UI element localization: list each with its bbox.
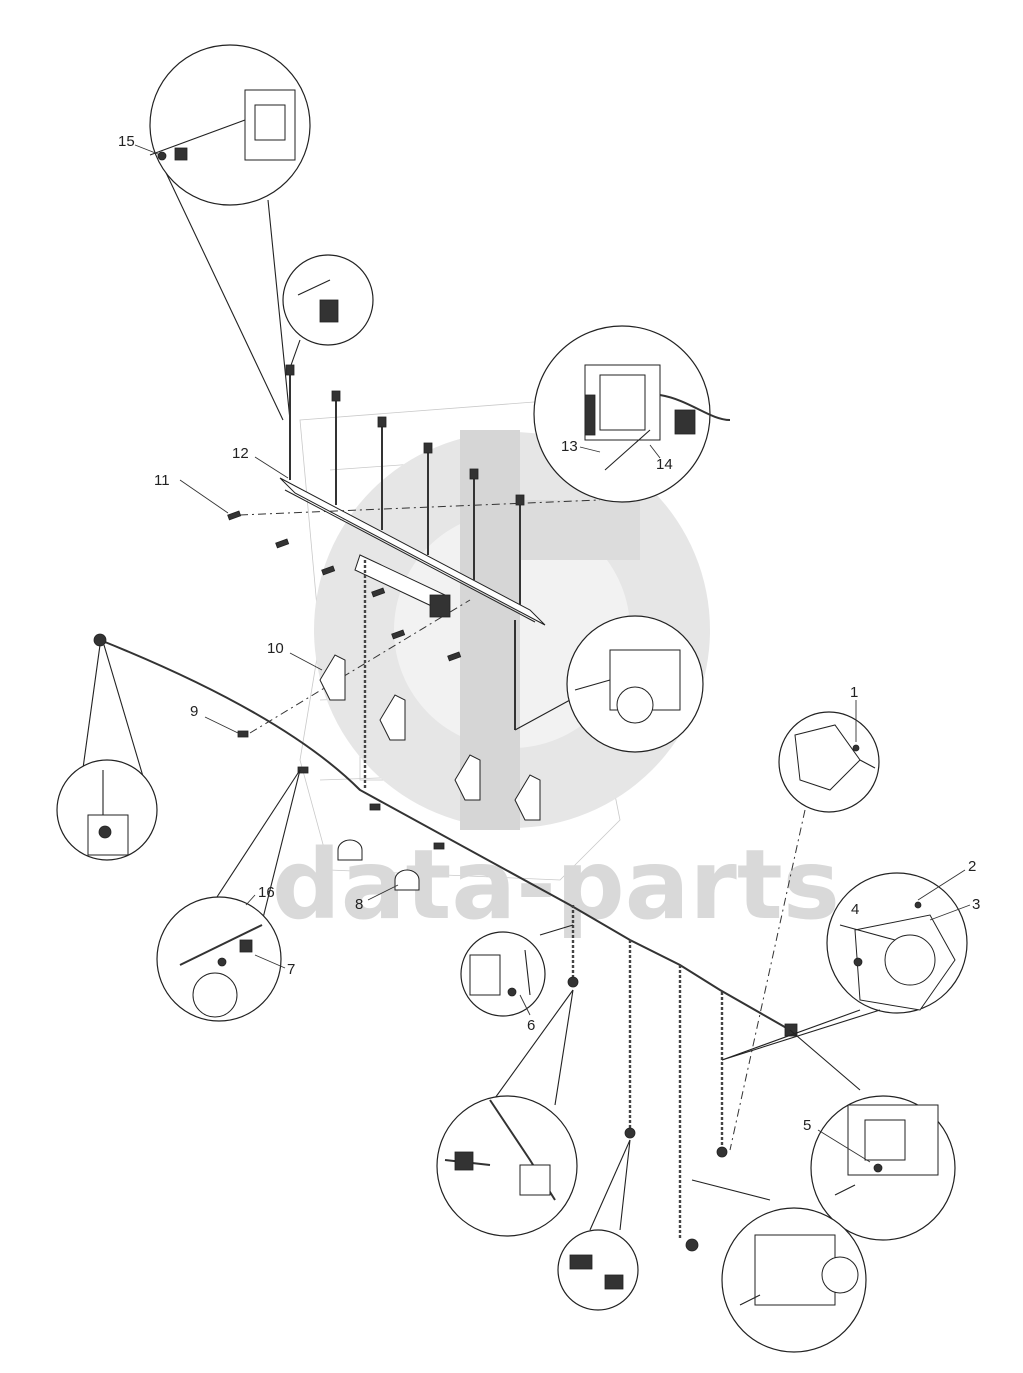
callout-11: 11 — [154, 472, 170, 489]
callout-3: 3 — [972, 896, 980, 913]
detail-circle-5 — [789, 1029, 956, 1241]
callout-8: 8 — [355, 896, 363, 913]
callout-labels: 1 2 3 4 5 6 7 8 9 10 11 12 13 14 15 16 — [118, 133, 980, 1134]
detail-circle-lower-left — [436, 989, 578, 1237]
callout-10: 10 — [267, 640, 284, 657]
detail-circle-pump-mid — [514, 615, 704, 753]
callout-6: 6 — [527, 1017, 535, 1034]
bolts — [227, 499, 601, 850]
watermark: data-parts — [272, 430, 840, 941]
callout-4: 4 — [851, 901, 859, 918]
clips — [337, 839, 420, 891]
callout-12: 12 — [232, 445, 249, 462]
callout-16: 16 — [258, 884, 275, 901]
callout-15: 15 — [118, 133, 135, 150]
detail-circle-7-16 — [156, 769, 301, 1022]
detail-circle-1 — [729, 700, 880, 1151]
callout-leaders — [179, 456, 399, 901]
callout-9: 9 — [190, 703, 198, 720]
brackets — [319, 654, 541, 821]
callout-5: 5 — [803, 1117, 811, 1134]
injector-harness-rail — [279, 364, 546, 790]
callout-1: 1 — [850, 684, 858, 701]
detail-circle-6 — [460, 924, 574, 1017]
callout-2: 2 — [968, 858, 976, 875]
detail-circle-sensor-top — [282, 254, 374, 369]
callout-14: 14 — [656, 456, 673, 473]
detail-circle-left-sensor — [56, 759, 158, 861]
detail-circle-15 — [134, 44, 311, 421]
callout-13: 13 — [561, 438, 578, 455]
watermark-text: data-parts — [272, 829, 840, 941]
detail-circle-bottom-sensor — [557, 1139, 639, 1311]
detail-circle-ecu — [533, 325, 731, 503]
detail-circle-bottom-pump — [691, 1179, 867, 1353]
detail-circle-2-3-4 — [721, 869, 971, 1061]
callout-7: 7 — [287, 961, 295, 978]
